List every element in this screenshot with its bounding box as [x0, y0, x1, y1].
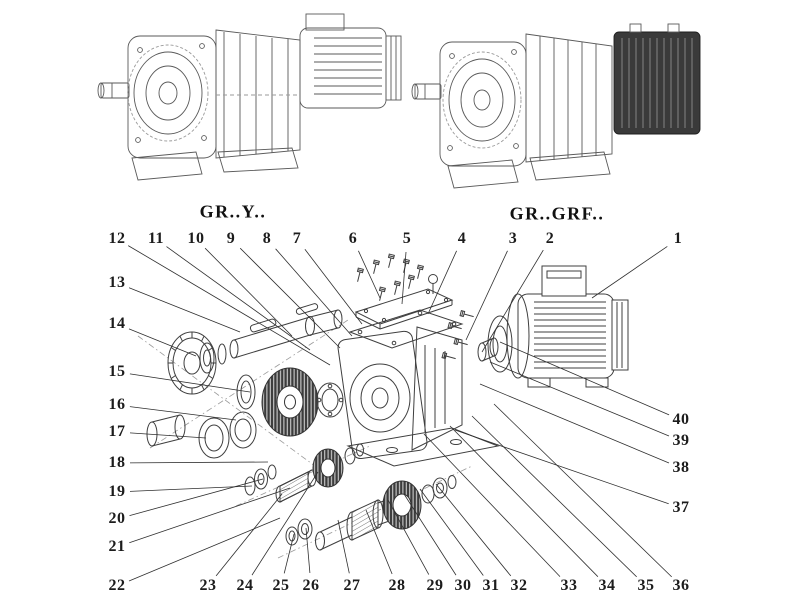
- shaft-left-unit: [97, 82, 130, 99]
- gear-mid: [312, 448, 344, 488]
- shaft-key-2: [295, 303, 319, 315]
- housing-top-flange: [348, 309, 464, 349]
- exploded-view: [137, 253, 629, 559]
- washer-stack-mid: [244, 464, 277, 496]
- pinion-shaft: [275, 469, 317, 503]
- spacer-ring: [236, 374, 256, 410]
- motor: [506, 265, 629, 388]
- output-shaft: [315, 497, 397, 551]
- washer-stack-low: [285, 518, 313, 546]
- housing: [337, 309, 500, 467]
- bushing: [146, 414, 186, 447]
- cover-plate: [354, 288, 454, 330]
- dark-cover-grf: [613, 23, 701, 135]
- circlip: [217, 343, 227, 365]
- housing-base: [346, 427, 500, 467]
- fan-cover: [611, 299, 629, 371]
- input-shaft: [229, 303, 343, 359]
- assembly-drawing-gr-grf: [411, 23, 701, 189]
- roller-bearing-large: [167, 331, 217, 395]
- motor-left-unit: [299, 13, 402, 109]
- shaft-right-unit: [411, 83, 442, 100]
- gear-output: [382, 480, 422, 530]
- ring-small-1: [344, 447, 356, 465]
- ring-stack-output: [421, 475, 457, 504]
- eye-bolt: [428, 274, 438, 294]
- bearing-mid: [316, 382, 344, 418]
- leader-lines: [127, 245, 672, 582]
- model-label-gr-grf: GR..GRF..: [509, 203, 605, 224]
- model-label-gr-y: GR..Y..: [199, 201, 267, 222]
- assembly-drawing-gr-y: [97, 13, 402, 181]
- gear-large: [261, 367, 319, 437]
- shaft-key-1: [249, 318, 277, 333]
- motor-flange: [477, 315, 513, 373]
